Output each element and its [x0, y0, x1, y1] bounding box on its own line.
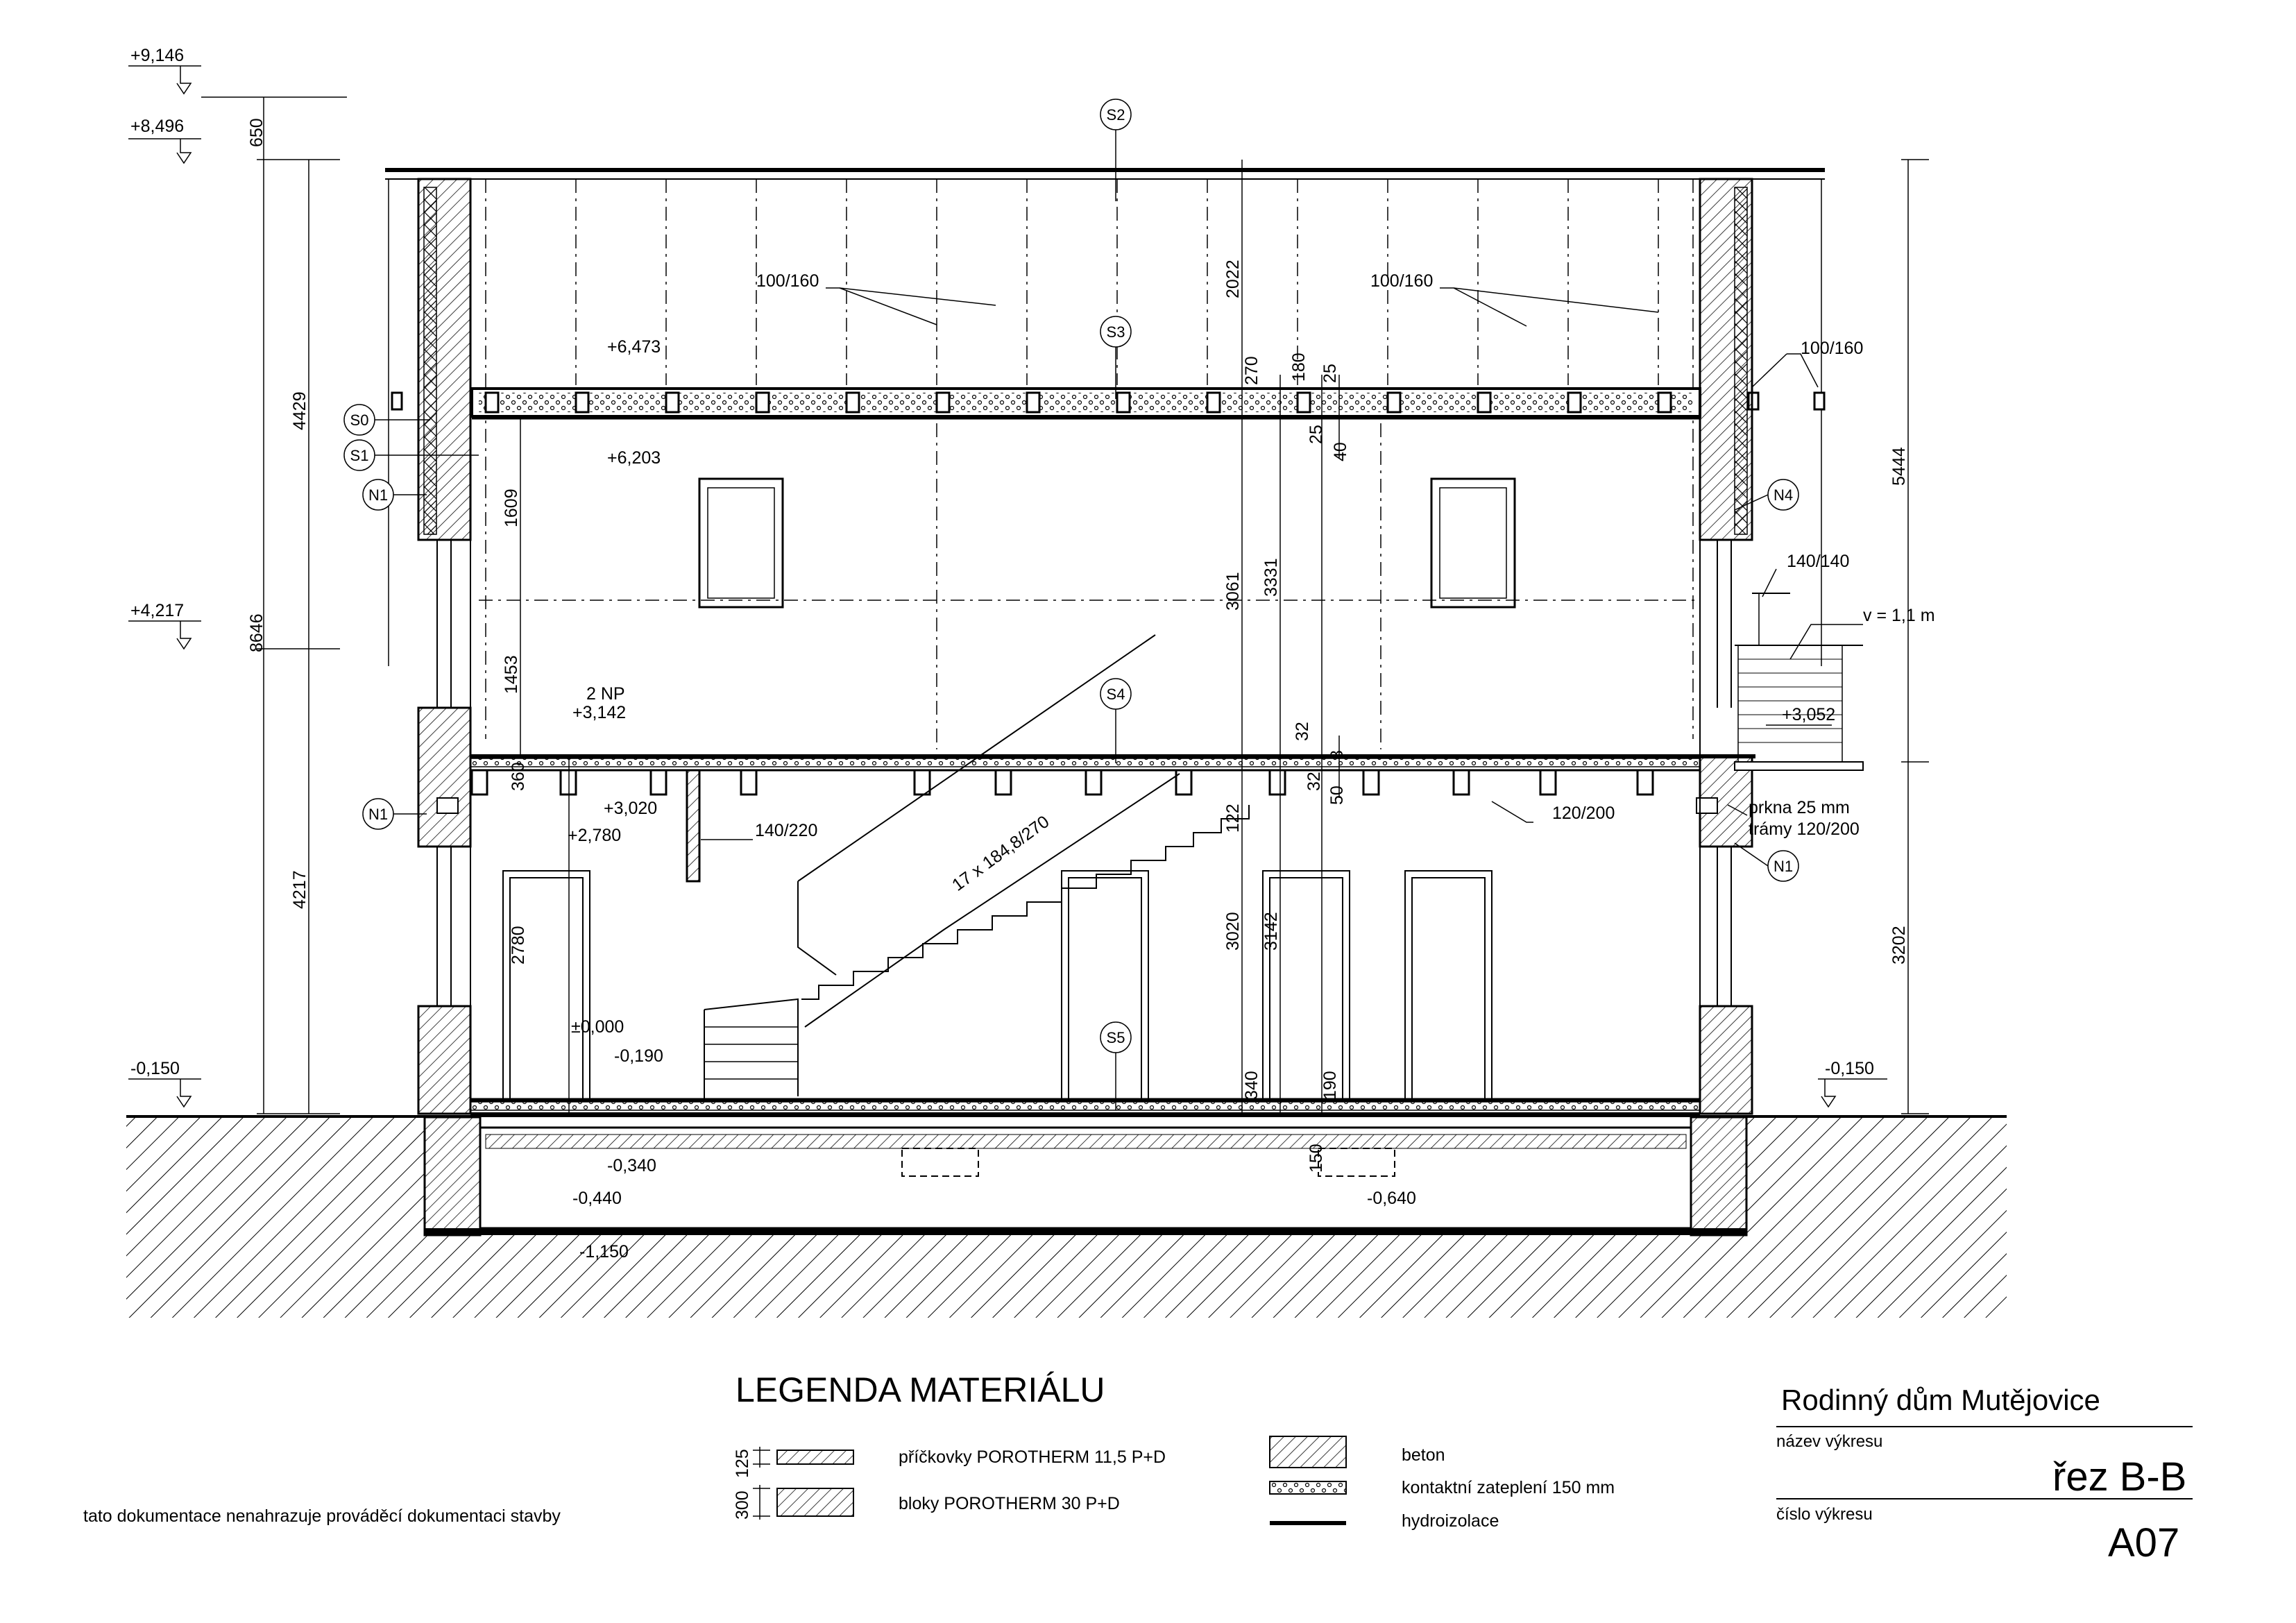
- legend-concrete: beton: [1402, 1445, 1445, 1465]
- level-2780: +2,780: [568, 826, 621, 845]
- dim-180: 180: [1289, 352, 1309, 382]
- joists-label: trámy 120/200: [1749, 819, 1860, 839]
- dim-4217: 4217: [290, 870, 309, 909]
- legend-insulation: kontaktní zateplení 150 mm: [1402, 1478, 1615, 1497]
- legend-title: LEGENDA MATERIÁLU: [735, 1370, 1105, 1409]
- marker-s2: S2: [1107, 106, 1125, 124]
- project-name: Rodinný dům Mutějovice: [1781, 1384, 2100, 1416]
- dim-32-top: 32: [1293, 722, 1312, 741]
- dim-360: 360: [509, 762, 528, 791]
- level-minus-0340: -0,340: [607, 1156, 656, 1175]
- dim-3020: 3020: [1223, 912, 1243, 951]
- level-2np-name: 2 NP: [586, 684, 625, 704]
- level-4217: +4,217: [130, 601, 184, 620]
- dimension-numbers: 650 4429 8646 4217 5444 3202 2022 1609 1…: [247, 118, 1909, 1173]
- dim-3202: 3202: [1889, 926, 1909, 965]
- marker-n1-top: N1: [368, 486, 388, 504]
- staircase: [704, 634, 1250, 1100]
- roof-structure: [385, 168, 1826, 749]
- dim-270: 270: [1242, 356, 1261, 385]
- section-marker-labels: S2 S3 S4 S5 S0 S1 N1 N1 N4 N1: [350, 106, 1794, 1046]
- planks-label: prkna 25 mm: [1749, 798, 1850, 817]
- level-9146: +9,146: [130, 46, 184, 65]
- level-zero: ±0,000: [571, 1017, 624, 1037]
- level-8496: +8,496: [130, 117, 184, 136]
- beam-220-label: 140/220: [755, 821, 817, 840]
- level-minus-0640: -0,640: [1367, 1189, 1416, 1208]
- level-6473: +6,473: [607, 337, 661, 357]
- dimension-lines: [128, 65, 1929, 1114]
- dim-4429: 4429: [290, 391, 309, 430]
- legend-waterproof: hydroizolace: [1402, 1511, 1499, 1531]
- rafter-label-right: 100/160: [1370, 271, 1433, 291]
- dim-190: 190: [1320, 1071, 1340, 1100]
- level-6203: +6,203: [607, 448, 661, 468]
- dim-1453: 1453: [502, 655, 521, 694]
- drawing-number: A07: [2108, 1520, 2179, 1565]
- marker-s1: S1: [350, 447, 369, 464]
- level-minus-1150: -1,150: [579, 1242, 629, 1261]
- ground: [126, 1115, 2007, 1318]
- dim-340: 340: [1242, 1071, 1261, 1100]
- dim-122: 122: [1223, 804, 1243, 833]
- marker-s5: S5: [1107, 1029, 1125, 1046]
- drawing-name-label: název výkresu: [1776, 1432, 1882, 1451]
- title-block: Rodinný dům Mutějovice název výkresu řez…: [1776, 1384, 2193, 1565]
- dim-5444: 5444: [1889, 447, 1909, 486]
- railing-label: v = 1,1 m: [1863, 606, 1935, 625]
- dim-25-top: 25: [1320, 364, 1340, 383]
- dim-3331: 3331: [1261, 558, 1281, 597]
- level-minus-0440: -0,440: [572, 1189, 622, 1208]
- beam-200-label: 120/200: [1552, 804, 1615, 823]
- level-3142: +3,142: [572, 703, 626, 722]
- dim-25-bottom: 25: [1307, 425, 1326, 444]
- dim-3061: 3061: [1223, 572, 1243, 611]
- legend-blocks-dim: 300: [733, 1490, 752, 1520]
- marker-s0: S0: [350, 411, 369, 429]
- drawing-name: řez B-B: [2052, 1454, 2186, 1499]
- legend-partition-dim: 125: [733, 1449, 752, 1478]
- level-minus-0190: -0,190: [614, 1046, 663, 1066]
- level-labels: +9,146 +8,496 +4,217 -0,150 -0,150 +3,05…: [130, 46, 1874, 1261]
- legend-partition: příčkovky POROTHERM 11,5 P+D: [899, 1447, 1166, 1467]
- floor-1np: [470, 1098, 1701, 1115]
- dim-3142: 3142: [1261, 912, 1281, 951]
- dim-40: 40: [1331, 442, 1350, 461]
- walls: [417, 178, 1753, 1115]
- drawing-number-label: číslo výkresu: [1776, 1505, 1873, 1524]
- marker-s4: S4: [1107, 686, 1125, 703]
- dim-2022: 2022: [1223, 260, 1243, 298]
- dim-2780: 2780: [509, 926, 528, 965]
- level-3020: +3,020: [604, 799, 657, 818]
- legend: LEGENDA MATERIÁLU příčkovky POROTHERM 11…: [733, 1370, 1615, 1531]
- dim-8: 8: [1327, 750, 1347, 760]
- marker-n4: N4: [1774, 486, 1793, 504]
- dim-50: 50: [1327, 785, 1347, 805]
- dim-1609: 1609: [502, 488, 521, 527]
- level-3052: +3,052: [1782, 705, 1835, 724]
- stairs-label: 17 x 184,8/270: [949, 812, 1053, 895]
- post-label: 140/140: [1787, 552, 1849, 571]
- marker-s3: S3: [1107, 323, 1125, 341]
- level-minus-0150-right: -0,150: [1825, 1059, 1874, 1078]
- rafter-label-left: 100/160: [756, 271, 819, 291]
- doors: [502, 870, 1493, 1101]
- dim-32-bottom: 32: [1304, 772, 1324, 791]
- disclaimer: tato dokumentace nenahrazuje prováděcí d…: [83, 1506, 561, 1526]
- dim-150: 150: [1307, 1144, 1326, 1173]
- marker-n1-mid: N1: [368, 806, 388, 823]
- section-markers: [343, 99, 1799, 1110]
- legend-blocks: bloky POROTHERM 30 P+D: [899, 1494, 1120, 1513]
- rafter-label-ext: 100/160: [1801, 339, 1863, 358]
- level-minus-0150-left: -0,150: [130, 1059, 180, 1078]
- marker-n1-right: N1: [1774, 858, 1793, 875]
- dim-650: 650: [247, 118, 266, 147]
- dim-8646: 8646: [247, 613, 266, 652]
- floor-2np: [470, 593, 1864, 883]
